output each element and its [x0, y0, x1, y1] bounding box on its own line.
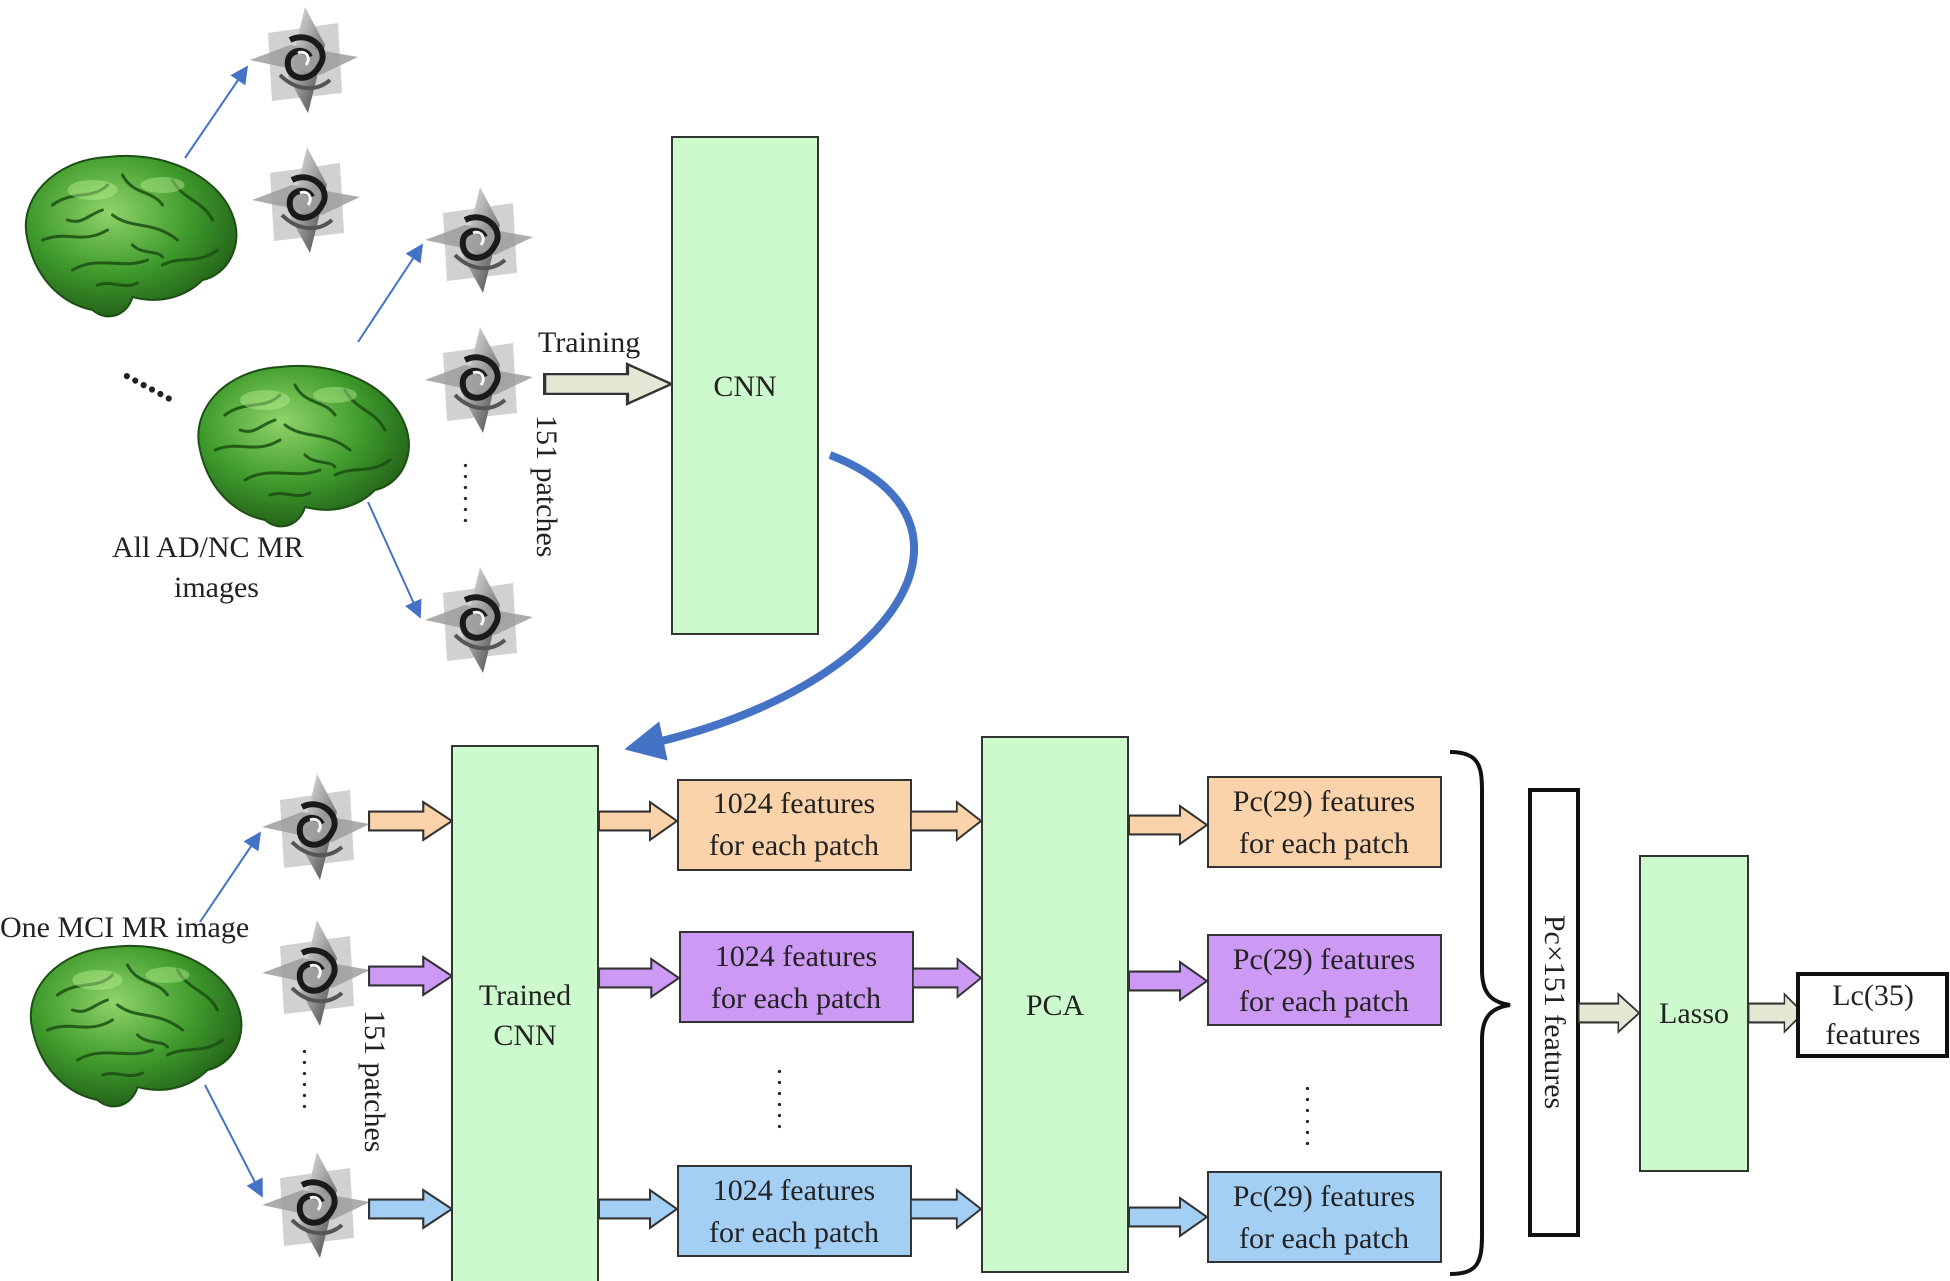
concat-features-box: [1528, 788, 1580, 1237]
training-arrow: [543, 362, 673, 406]
pc-line1: Pc(29) features: [1233, 1180, 1415, 1213]
blue-arrow: [910, 1189, 982, 1229]
arrow-brain-to-patch: [204, 1084, 263, 1198]
top-caption-line2: images: [174, 571, 259, 604]
arrow-brain-to-patch: [199, 831, 262, 923]
feature-dots: ......: [771, 1068, 802, 1134]
bottom-inference-section: One MCI MR image ...... 151 patches Trai…: [0, 736, 1949, 1281]
lasso-box: [1639, 855, 1749, 1172]
feature-line1: 1024 features: [713, 1174, 875, 1207]
pca-box: [981, 736, 1129, 1273]
brain-ellipsis: ......: [117, 347, 187, 411]
feature-box-blue: 1024 features for each patch: [677, 1165, 912, 1257]
trained-cnn-box: [451, 745, 599, 1281]
pc-box-blue: Pc(29) features for each patch: [1207, 1171, 1442, 1263]
lc-line2: features: [1826, 1018, 1921, 1051]
lc-line1: Lc(35): [1832, 979, 1914, 1012]
pc-box-orange: Pc(29) features for each patch: [1207, 776, 1442, 868]
feature-line2: for each patch: [709, 1216, 879, 1249]
bottom-patches-label: 151 patches: [358, 1010, 391, 1152]
pca-label: PCA: [1026, 989, 1085, 1022]
concat-features-label: Pc×151 features: [1538, 915, 1571, 1109]
top-patch-dots: ......: [457, 462, 488, 528]
pc-line2: for each patch: [1239, 1222, 1409, 1255]
purple-arrow: [912, 958, 982, 998]
patch-icon: [425, 327, 533, 433]
blue-arrow: [598, 1189, 678, 1229]
concat-to-lasso-arrow: [1578, 993, 1640, 1033]
transfer-curve-arrow: [624, 451, 919, 761]
pc-line1: Pc(29) features: [1233, 785, 1415, 818]
purple-arrow: [1128, 961, 1208, 1001]
orange-arrow: [368, 801, 453, 841]
top-patches-label: 151 patches: [530, 415, 563, 557]
lasso-to-output-arrow: [1748, 993, 1804, 1033]
cnn-box: [671, 136, 819, 635]
top-training-section: ...... ...... 151 patches All AD/NC MR i…: [24, 7, 919, 761]
feature-box-purple: 1024 features for each patch: [679, 931, 914, 1023]
bottom-patch-dots: ......: [296, 1048, 327, 1114]
blue-arrow: [1128, 1197, 1208, 1237]
trained-cnn-line2: CNN: [493, 1019, 556, 1052]
curly-brace: [1449, 750, 1511, 1276]
training-label: Training: [538, 326, 640, 359]
cnn-label: CNN: [713, 370, 776, 403]
feature-line1: 1024 features: [715, 940, 877, 973]
top-caption-line1: All AD/NC MR: [112, 531, 304, 564]
feature-box-orange: 1024 features for each patch: [677, 779, 912, 871]
blue-arrow: [368, 1189, 453, 1229]
feature-line1: 1024 features: [713, 787, 875, 820]
orange-arrow: [910, 801, 982, 841]
patch-icon: [425, 567, 533, 673]
purple-arrow: [368, 956, 453, 996]
pc-line2: for each patch: [1239, 985, 1409, 1018]
patch-icon: [425, 187, 533, 293]
trained-cnn-line1: Trained: [479, 979, 571, 1012]
purple-arrow: [598, 958, 680, 998]
pc-box-purple: Pc(29) features for each patch: [1207, 934, 1442, 1026]
orange-arrow: [598, 801, 678, 841]
pc-dots: ......: [1299, 1085, 1330, 1151]
orange-arrow: [1128, 805, 1208, 845]
brain-image-2: [196, 364, 411, 528]
lc-output-box: [1796, 972, 1949, 1058]
patch-icon: [262, 920, 370, 1026]
feature-line2: for each patch: [711, 982, 881, 1015]
feature-line2: for each patch: [709, 829, 879, 862]
mci-brain-image: [29, 944, 243, 1108]
lasso-label: Lasso: [1659, 997, 1729, 1030]
pc-line1: Pc(29) features: [1233, 943, 1415, 976]
patch-icon: [262, 1152, 370, 1258]
patch-icon: [262, 774, 370, 880]
patch-icon: [250, 7, 358, 113]
pc-line2: for each patch: [1239, 827, 1409, 860]
arrow-brain-to-patch: [367, 501, 422, 619]
brain-image-1: [24, 154, 238, 318]
mci-caption: One MCI MR image: [0, 911, 249, 944]
arrow-brain-to-patch: [357, 243, 423, 343]
patch-icon: [252, 147, 360, 253]
arrow-brain-to-patch: [184, 65, 249, 159]
